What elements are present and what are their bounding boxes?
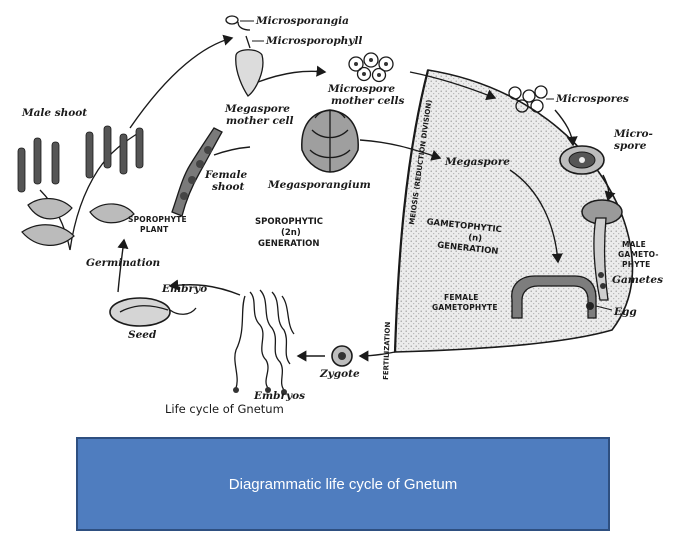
label-microspore-mother-cells-2: mother cells bbox=[331, 95, 405, 107]
microspores-icon bbox=[508, 85, 548, 113]
label-gametophytic-2: (n) bbox=[468, 233, 483, 244]
microspore-mother-cells-icon bbox=[348, 52, 394, 83]
label-male-gametophyte-1: MALE bbox=[622, 240, 646, 249]
label-egg: Egg bbox=[613, 306, 637, 318]
label-sporophytic-3: GENERATION bbox=[258, 239, 319, 249]
label-megaspore-mother-cell-2: mother cell bbox=[226, 115, 294, 127]
label-female-gametophyte-1: FEMALE bbox=[444, 293, 479, 302]
label-microspores: Microspores bbox=[555, 93, 629, 105]
megasporangium-icon bbox=[301, 109, 359, 173]
label-megaspore-mother-cell-1: Megaspore bbox=[224, 103, 290, 115]
microspore-icon bbox=[559, 145, 605, 175]
arrow-shoot-to-microsporangia bbox=[129, 34, 234, 129]
label-microsporangia: Microsporangia bbox=[255, 15, 349, 27]
label-male-gametophyte-2: GAMETO- bbox=[618, 250, 659, 259]
caption-text: Diagrammatic life cycle of Gnetum bbox=[228, 475, 458, 493]
gnetum-life-cycle-diagram: Microsporangia Microsporophyll Microspor… bbox=[17, 15, 663, 416]
meiosis-divider bbox=[393, 69, 430, 353]
label-male-shoot: Male shoot bbox=[21, 107, 87, 119]
label-germination: Germination bbox=[86, 257, 160, 269]
female-gametophyte-icon bbox=[511, 275, 597, 319]
label-female-shoot-1: Female bbox=[204, 169, 247, 181]
arrow-seed-to-plant bbox=[117, 238, 129, 293]
label-zygote: Zygote bbox=[319, 368, 360, 380]
label-microspore-2: spore bbox=[614, 140, 647, 152]
zygote-icon bbox=[331, 345, 353, 367]
label-sporophyte-plant-1: SPOROPHYTE bbox=[128, 215, 187, 224]
arrow-megaspore-to-female-gametophyte bbox=[509, 169, 563, 264]
label-embryos: Embryos bbox=[253, 390, 305, 402]
female-shoot-icon bbox=[171, 127, 223, 217]
male-gametophyte-icon bbox=[581, 199, 623, 301]
label-sporophytic-1: SPOROPHYTIC bbox=[255, 217, 323, 227]
label-microsporophyll: Microsporophyll bbox=[265, 35, 362, 47]
label-microspore-1: Micro- bbox=[613, 128, 653, 140]
label-gametes: Gametes bbox=[612, 274, 663, 286]
label-embryo: Embryo bbox=[161, 283, 207, 295]
sporophyte-plant-icon bbox=[17, 125, 144, 251]
arrow-to-microspores bbox=[409, 71, 497, 101]
label-microspore-mother-cells-1: Microspore bbox=[327, 83, 395, 95]
arrow-to-zygote bbox=[358, 350, 396, 362]
arrow-embryos-to-seed bbox=[168, 279, 241, 296]
label-seed: Seed bbox=[128, 329, 157, 341]
arrow-to-microspore-mother-cells bbox=[257, 65, 327, 83]
label-megasporangium: Megasporangium bbox=[267, 179, 371, 191]
label-female-shoot-2: shoot bbox=[212, 181, 245, 193]
label-female-gametophyte-2: GAMETOPHYTE bbox=[432, 303, 498, 312]
caption-box: Diagrammatic life cycle of Gnetum bbox=[76, 437, 610, 531]
label-sporophytic-2: (2n) bbox=[281, 228, 301, 238]
arrow-to-microspore-single bbox=[554, 109, 578, 147]
embryos-icon bbox=[233, 289, 295, 395]
arrow-to-male-gametophyte bbox=[602, 174, 616, 202]
label-megaspore: Megaspore bbox=[444, 156, 510, 168]
label-sporophyte-plant-2: PLANT bbox=[140, 225, 169, 234]
label-male-gametophyte-3: PHYTE bbox=[622, 260, 650, 269]
figure-title: Life cycle of Gnetum bbox=[165, 402, 284, 416]
arrow-megasporangium-to-megaspore bbox=[359, 139, 442, 161]
arrow-shoot-to-female bbox=[213, 146, 251, 156]
microsporophyll-icon bbox=[225, 15, 264, 97]
figure-title-text: Life cycle of Gnetum bbox=[165, 402, 284, 416]
seed-icon bbox=[109, 297, 197, 327]
label-fertilization: FERTILIZATION bbox=[382, 321, 392, 380]
